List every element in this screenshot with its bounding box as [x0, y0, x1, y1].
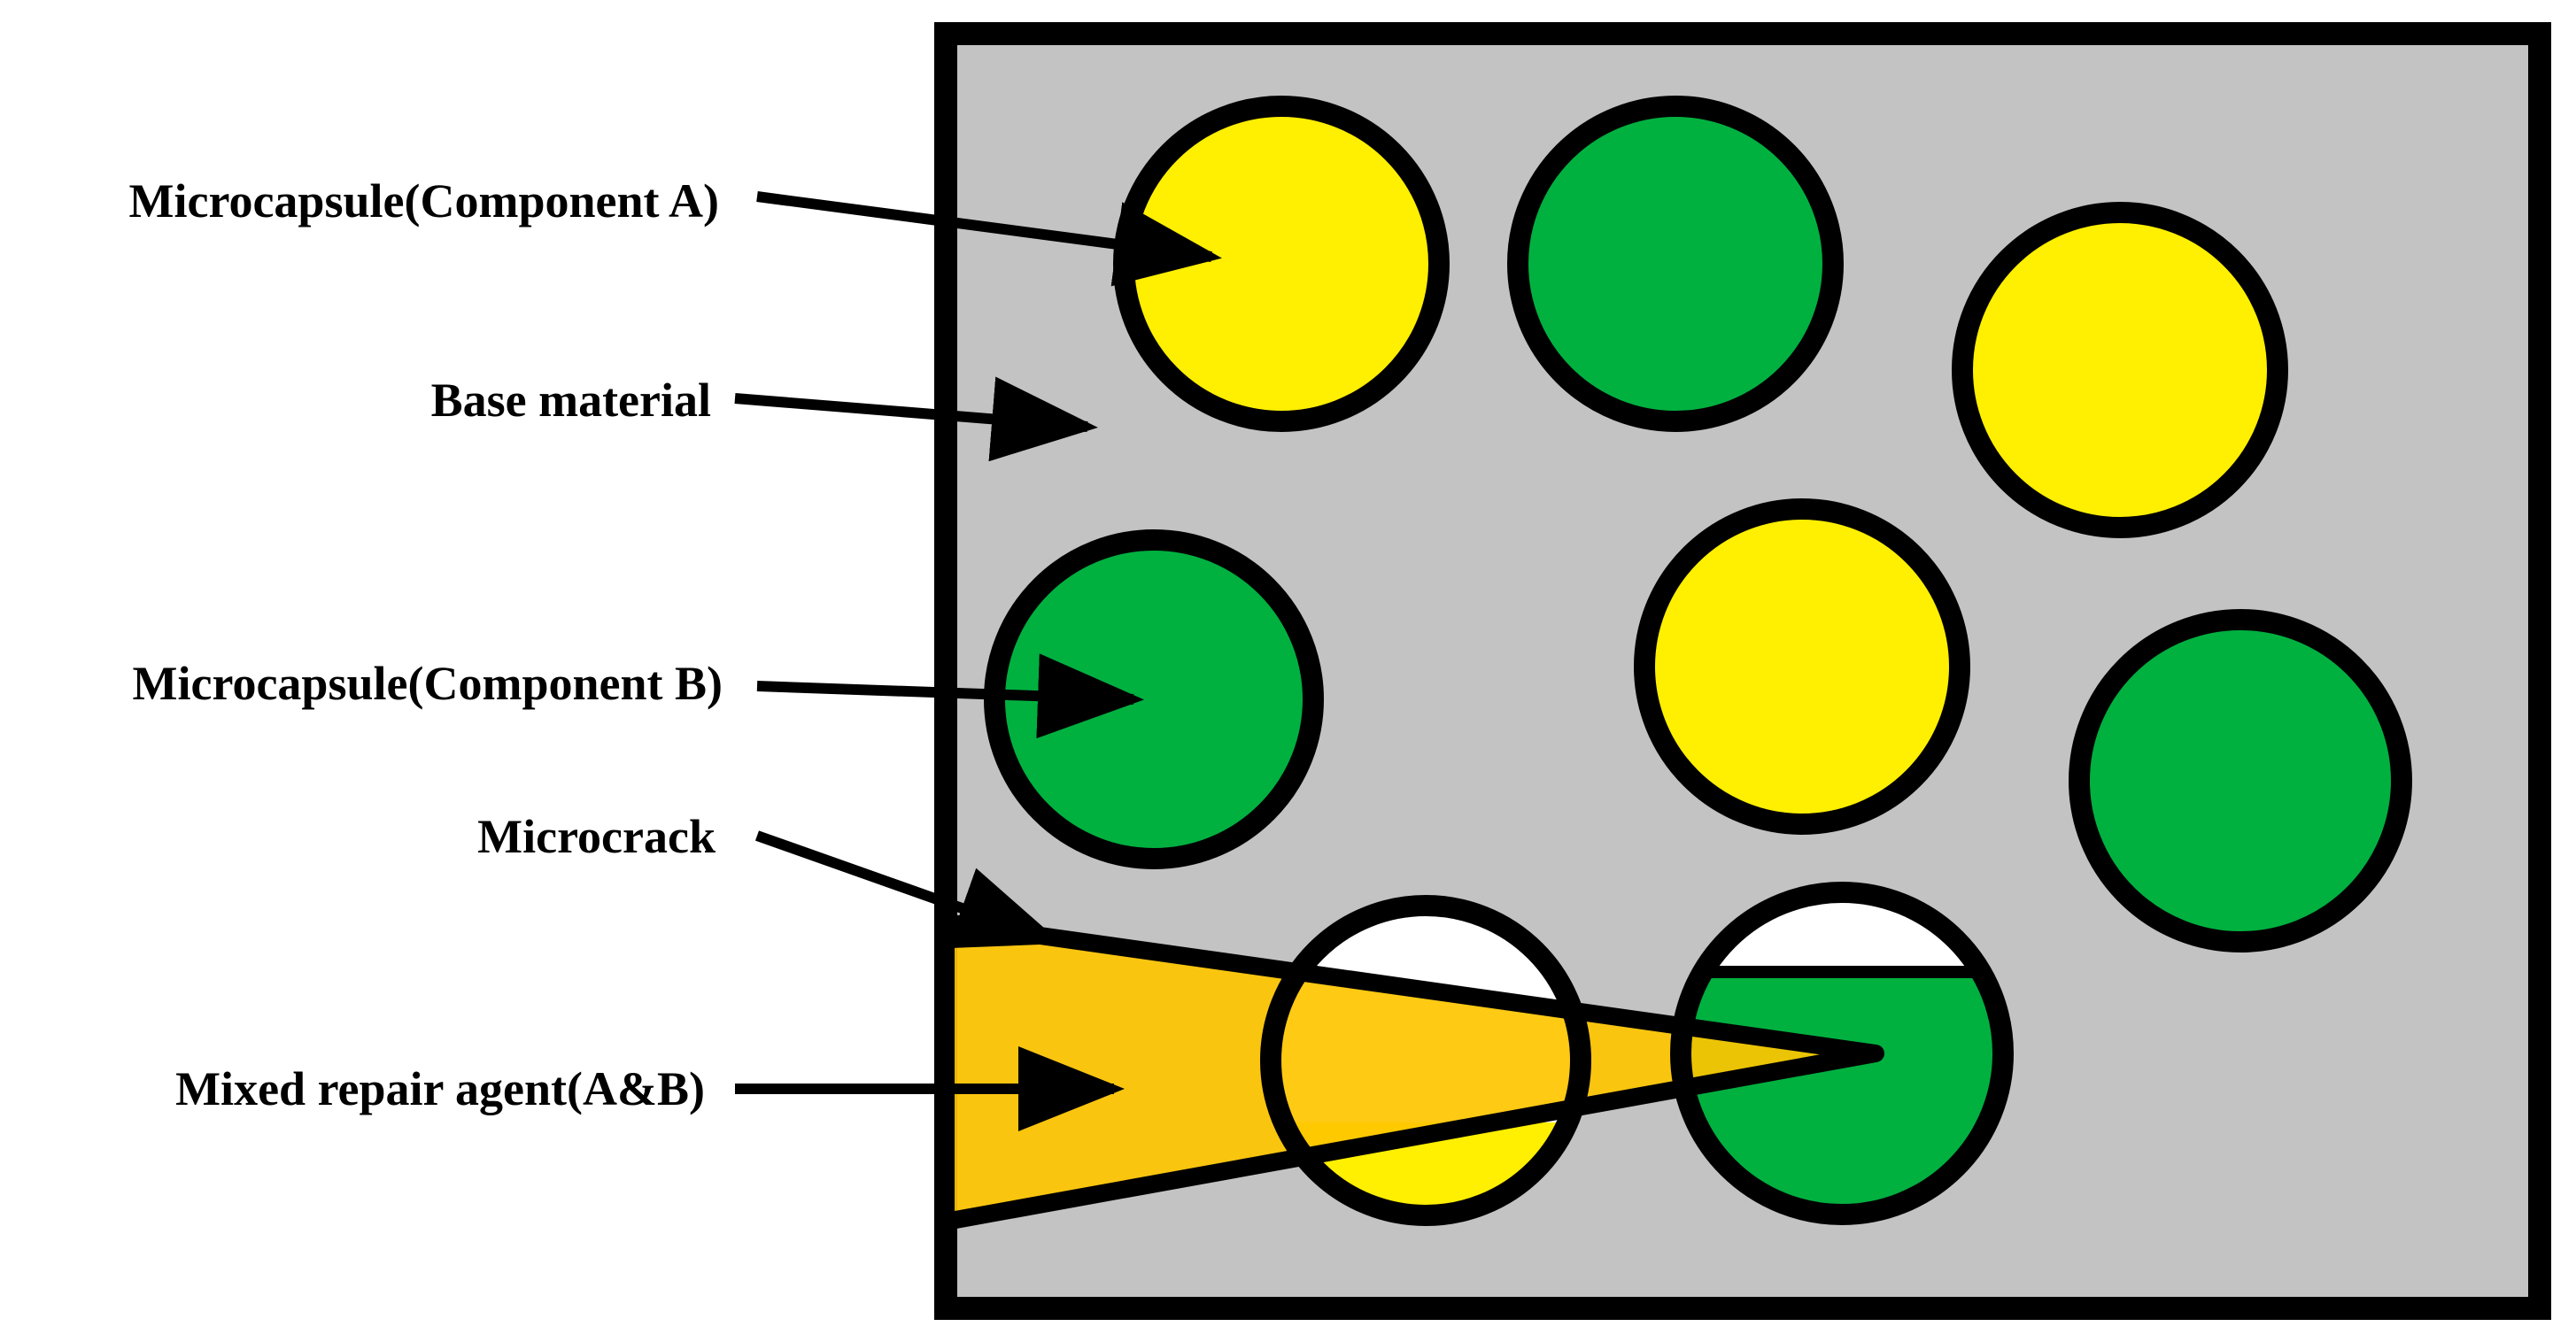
label-microcrack: Microcrack — [477, 810, 716, 863]
label-mixed-repair-agent: Mixed repair agent(A&B) — [175, 1062, 705, 1115]
ruptured-microcapsule-b-outline — [1670, 882, 2014, 1225]
microcapsule-a-2 — [1952, 202, 2288, 538]
microcrack-mixed-repair-agent — [937, 914, 1884, 1230]
arrow-microcapsule-b — [756, 653, 1144, 739]
arrow-base-material — [734, 376, 1098, 462]
arrow-microcrack — [754, 830, 1063, 949]
arrow-microcapsule-a — [756, 191, 1222, 287]
microcapsule-a-1 — [1113, 96, 1450, 432]
microcapsule-b-3 — [2069, 609, 2412, 953]
ruptured-microcapsule-a-outline — [1260, 895, 1591, 1226]
label-microcapsule-a: Microcapsule(Component A) — [129, 174, 719, 228]
microcapsule-b-1 — [1507, 96, 1844, 432]
label-base-material: Base material — [431, 374, 711, 427]
label-microcapsule-b: Microcapsule(Component B) — [133, 657, 723, 710]
microcapsule-a-3 — [1634, 498, 1970, 835]
